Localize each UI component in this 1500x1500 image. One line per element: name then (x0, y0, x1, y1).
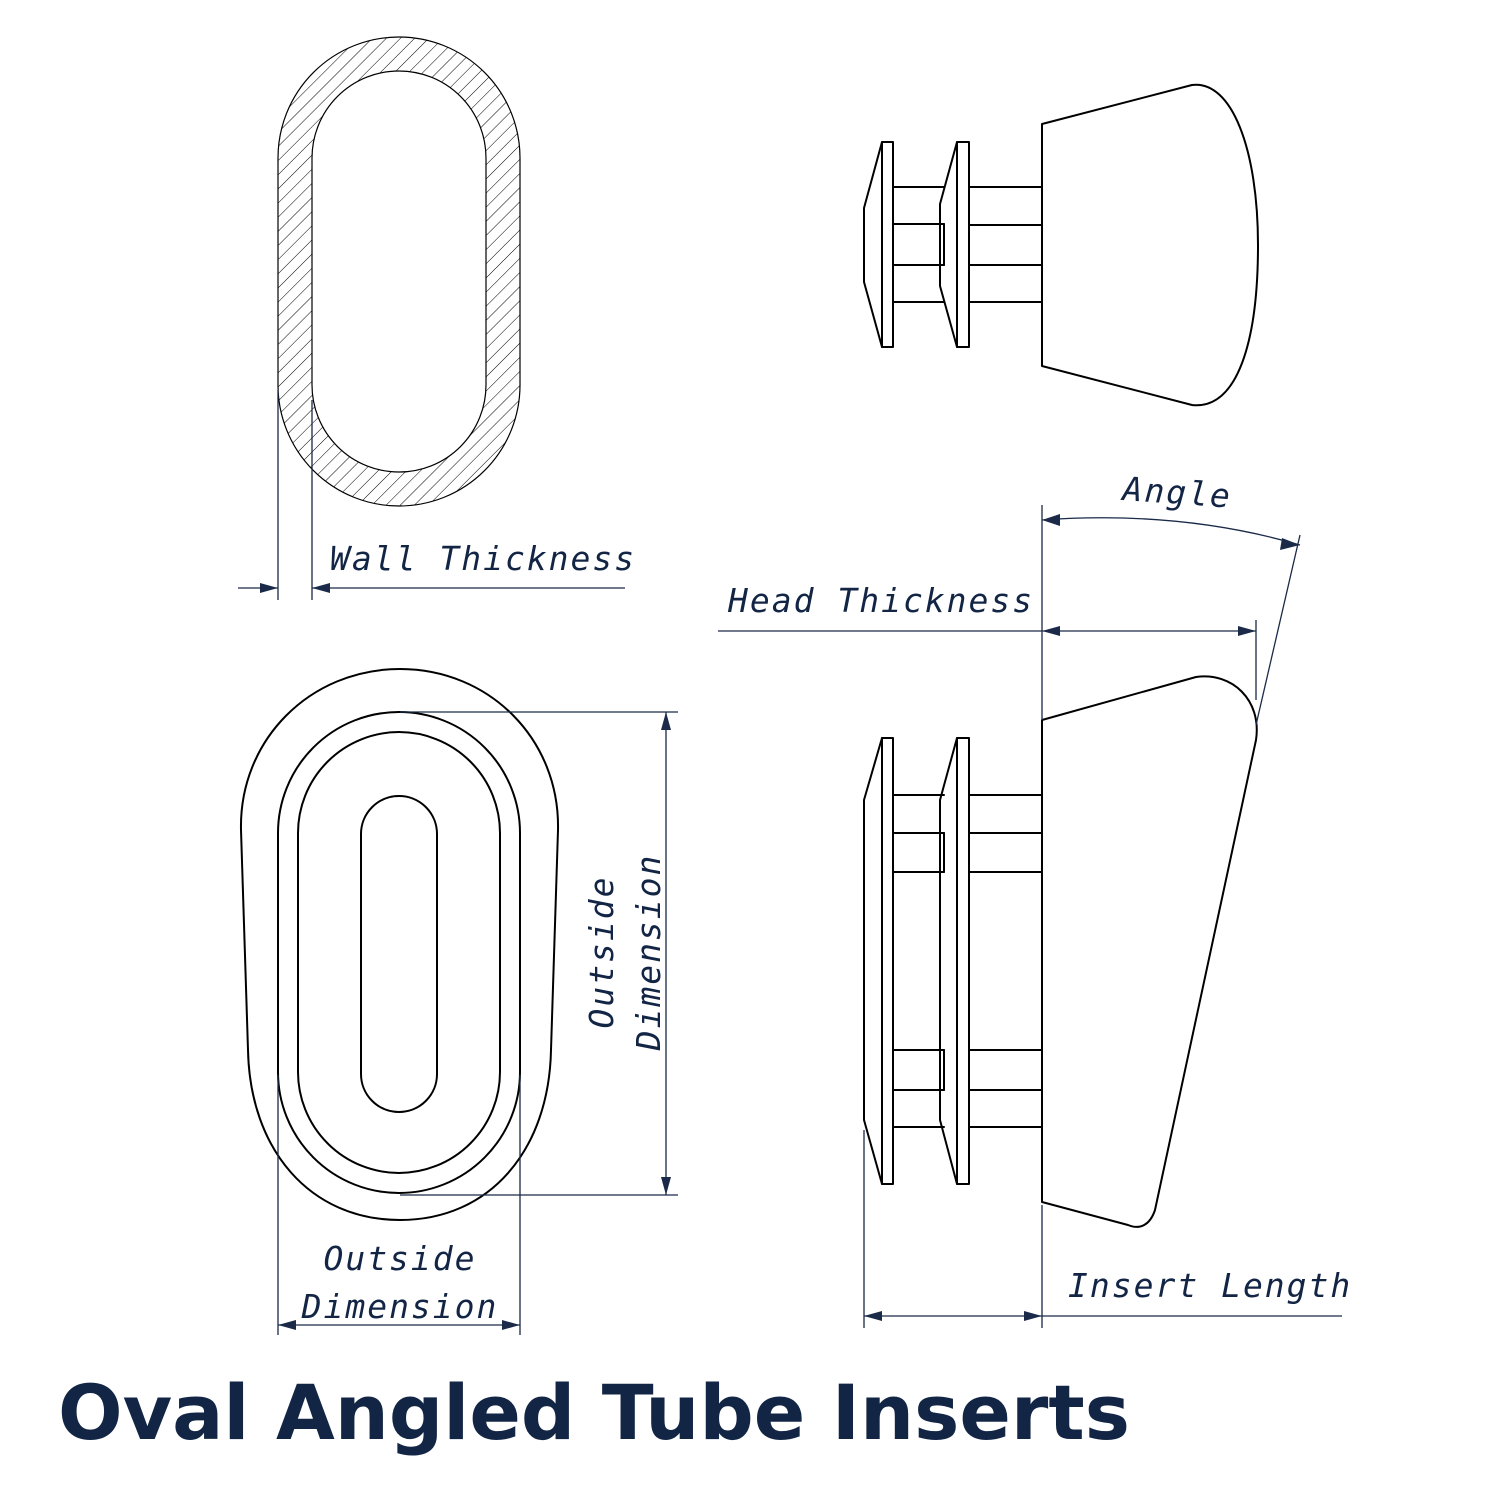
insert-length-dimension: Insert Length (863, 1130, 1352, 1328)
insert-body-outer (277, 711, 521, 1194)
outside-dimension-height-label-line2: Dimension (629, 854, 668, 1052)
insert-body-inner (297, 731, 501, 1174)
tube-cross-section (277, 36, 521, 507)
page-title: Oval Angled Tube Inserts (58, 1368, 1130, 1457)
head-thickness-label: Head Thickness (727, 581, 1034, 620)
outside-dimension-width: Outside Dimension (277, 1075, 521, 1335)
insert-head-small (1041, 83, 1259, 407)
angle-label: Angle (1119, 469, 1233, 516)
insert-center-slot (360, 795, 438, 1113)
insert-head-outline (239, 668, 560, 1221)
head-thickness-dimension: Head Thickness (718, 581, 1257, 700)
wall-thickness-label: Wall Thickness (330, 539, 636, 578)
angle-dimension: Angle (1041, 469, 1301, 726)
tube-wall-hatched (278, 37, 520, 506)
outside-dimension-width-label-line1: Outside (323, 1239, 476, 1278)
insert-side-view-small (863, 83, 1259, 407)
outside-dimension-height-label-line1: Outside (582, 875, 621, 1028)
tube-inner-outline (311, 70, 487, 473)
insert-length-label: Insert Length (1068, 1266, 1352, 1305)
insert-head-angled (1041, 675, 1258, 1228)
outside-dimension-height: Outside Dimension (400, 711, 678, 1196)
insert-front-view (239, 668, 560, 1221)
tube-outer-outline (277, 36, 521, 507)
wall-thickness-dimension: Wall Thickness (238, 390, 636, 600)
outside-dimension-width-label-line2: Dimension (301, 1287, 499, 1326)
insert-side-view-angled (863, 675, 1258, 1228)
